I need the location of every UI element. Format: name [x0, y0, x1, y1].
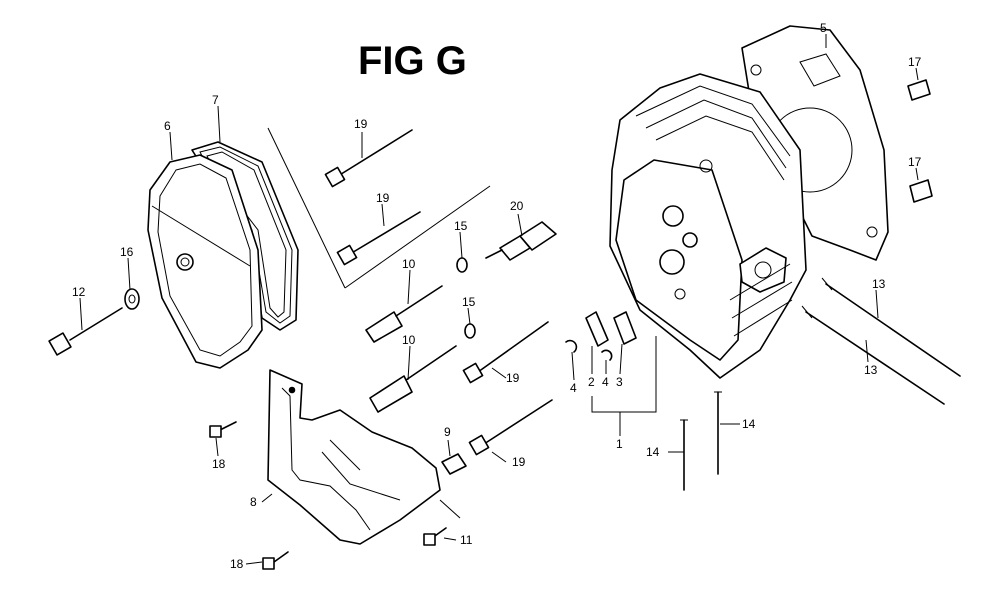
callout-12: 12	[72, 285, 86, 299]
callout-2: 2	[588, 375, 595, 389]
callout-13-b: 13	[864, 363, 878, 377]
part-14-stud-b	[714, 391, 722, 475]
part-2-valve	[585, 311, 609, 347]
part-15-washer-b	[464, 323, 476, 339]
callout-14-a: 14	[646, 445, 660, 459]
part-11-bolt	[423, 527, 447, 546]
callout-3: 3	[616, 375, 623, 389]
part-9-clip	[441, 453, 467, 475]
callout-20: 20	[510, 199, 524, 213]
callout-7: 7	[212, 93, 219, 107]
callout-16: 16	[120, 245, 134, 259]
callout-19-d: 19	[512, 455, 526, 469]
callout-18-b: 18	[230, 557, 244, 571]
callout-1: 1	[616, 437, 623, 451]
part-12-bolt	[48, 307, 123, 356]
group-frame-lines	[267, 127, 491, 519]
callout-13-a: 13	[872, 277, 886, 291]
callout-17-b: 17	[908, 155, 922, 169]
part-19-bolt-c	[462, 321, 549, 384]
part-19-bolt-a	[324, 129, 413, 188]
callout-14-b: 14	[742, 417, 756, 431]
part-15-washer-a	[456, 257, 468, 273]
figure-title: FIG G	[358, 39, 467, 83]
callout-15-b: 15	[462, 295, 476, 309]
part-10-stud-b	[369, 345, 457, 413]
part-17-dowel-b	[909, 179, 933, 203]
callout-10-b: 10	[402, 333, 416, 347]
callout-10-a: 10	[402, 257, 416, 271]
cylinder-head-assembly	[609, 73, 807, 379]
part-19-bolt-b	[336, 211, 421, 266]
part-6-head-cover	[147, 154, 263, 369]
part-16-washer	[124, 288, 140, 310]
callout-11: 11	[460, 533, 473, 547]
callout-5: 5	[820, 21, 827, 35]
callout-19-c: 19	[506, 371, 520, 385]
part-13-bolt-a	[821, 277, 961, 377]
part-8-bracket	[267, 369, 441, 545]
callout-6: 6	[164, 119, 171, 133]
part-13-bolt-b	[801, 305, 945, 405]
leader-lines	[79, 34, 919, 565]
callout-19-a: 19	[354, 117, 368, 131]
part-14-stud-a	[680, 419, 688, 491]
part-18-bolt-b	[262, 551, 289, 570]
callout-4-a: 4	[570, 381, 577, 395]
callout-17-a: 17	[908, 55, 922, 69]
callout-8: 8	[250, 495, 257, 509]
part-20-spark-plug	[485, 221, 557, 261]
part-10-stud-a	[365, 285, 443, 343]
callout-19-b: 19	[376, 191, 390, 205]
part-4-cotter-b	[601, 349, 613, 361]
part-4-cotter-a	[565, 339, 578, 353]
callout-4-b: 4	[602, 375, 609, 389]
callout-18-a: 18	[212, 457, 226, 471]
part-18-bolt-a	[209, 421, 237, 438]
part-3-valve	[613, 311, 637, 345]
callout-15-a: 15	[454, 219, 468, 233]
part-19-bolt-d	[468, 399, 553, 456]
part-17-dowel-a	[907, 79, 931, 101]
callout-labels: 6 7 16 12 19 19 20 15 15 10 10 19 19 9 8…	[72, 21, 922, 571]
callout-9: 9	[444, 425, 451, 439]
